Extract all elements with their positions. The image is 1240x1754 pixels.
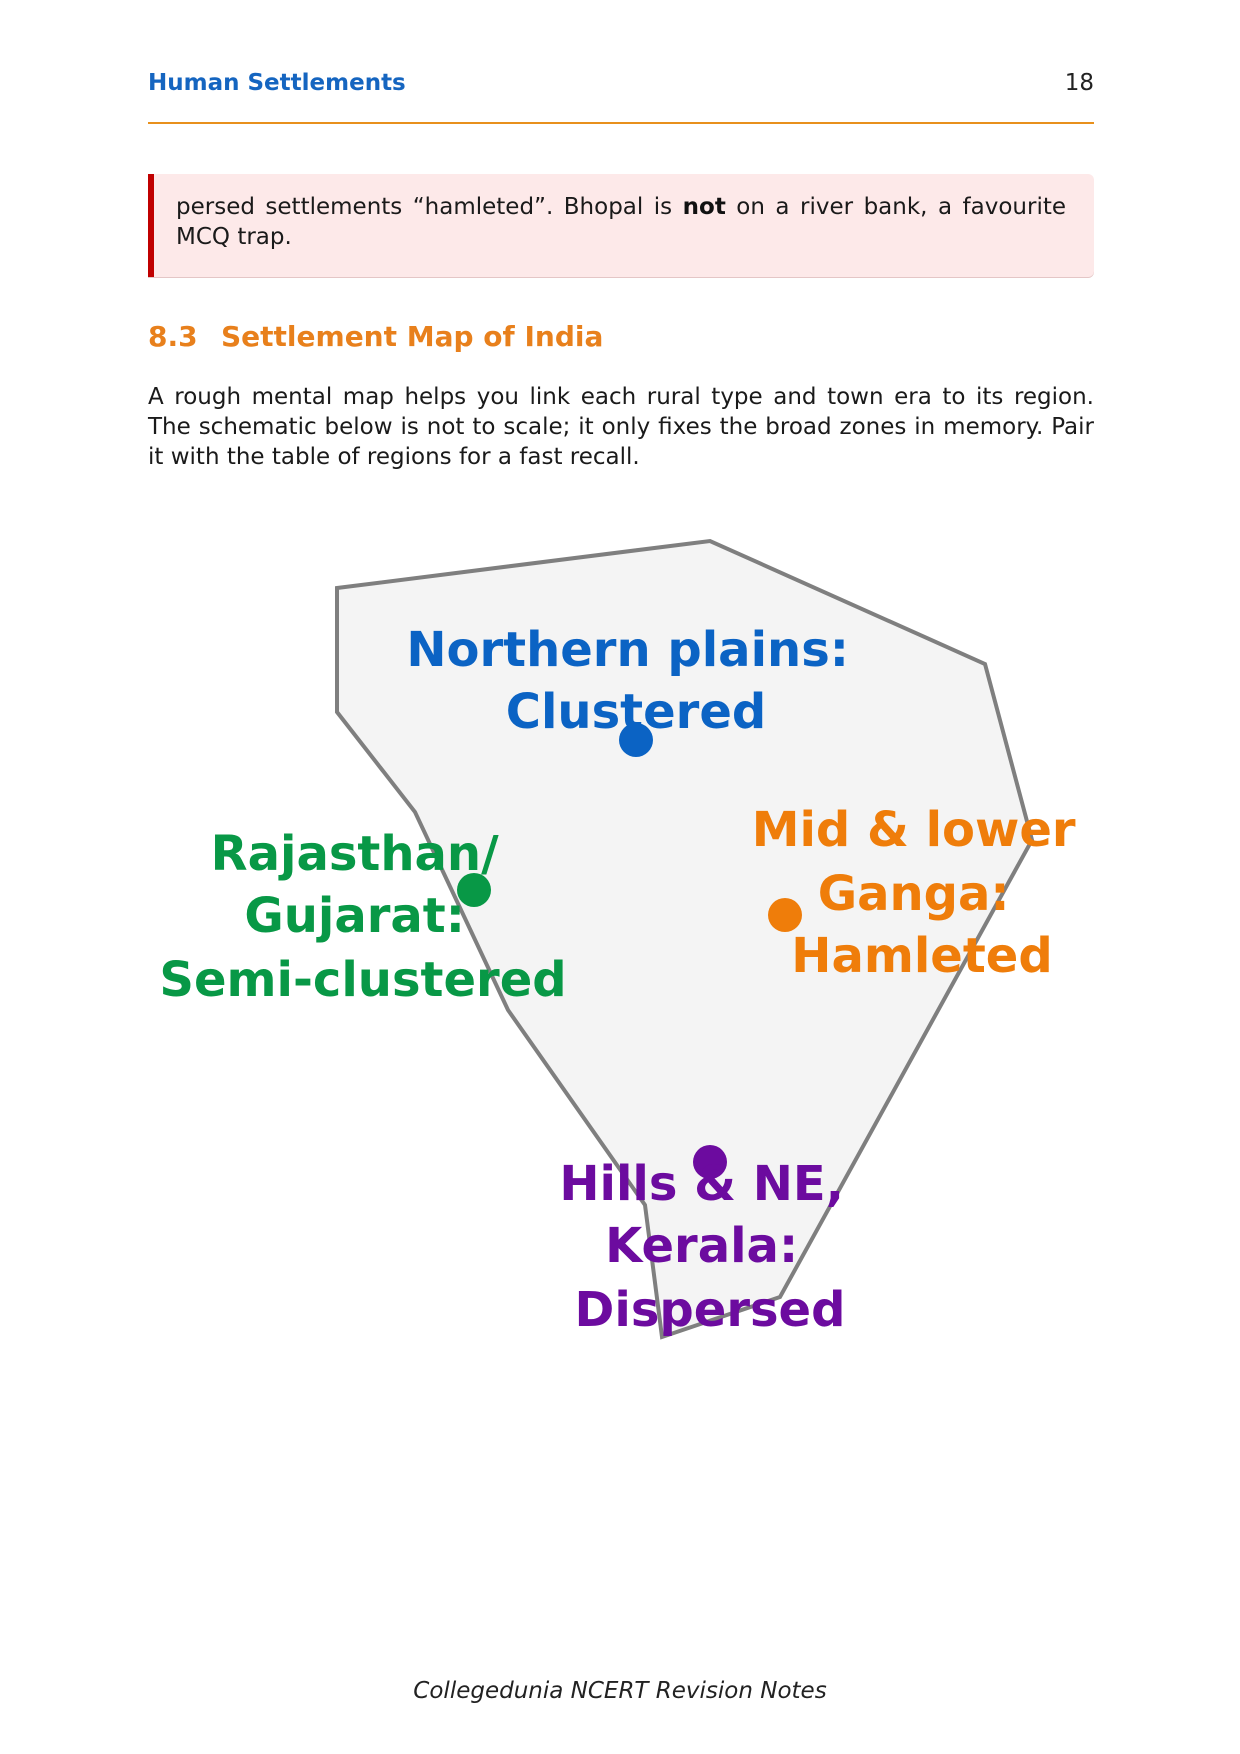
- marker-rajasthan-gujarat: [457, 873, 491, 907]
- label-northern-plains-line2: Clustered: [506, 684, 767, 740]
- label-ganga-line1: Mid & lower: [752, 802, 1076, 858]
- section-heading: 8.3 Settlement Map of India: [148, 320, 603, 353]
- label-rajasthan-line1: Rajasthan/: [211, 826, 499, 882]
- section-title: Settlement Map of India: [221, 320, 604, 353]
- page-header: Human Settlements 18: [148, 66, 1094, 124]
- label-hills-line3: Dispersed: [575, 1282, 846, 1338]
- label-rajasthan-line2: Gujarat:: [244, 888, 465, 944]
- india-outline: [335, 538, 1035, 1340]
- section-number: 8.3: [148, 320, 198, 353]
- callout-text-2: on a river bank, a favourite MCQ trap.: [176, 194, 1067, 250]
- label-rajasthan-line3: Semi-clustered: [159, 952, 566, 1008]
- intro-paragraph: A rough mental map helps you link each r…: [148, 384, 1094, 470]
- callout-text-1: persed settlements “hamleted”. Bhopal is: [176, 194, 683, 220]
- label-rajasthan-gujarat: Rajasthan/ Gujarat: Semi-clustered: [159, 826, 566, 1008]
- header-title: Human Settlements: [148, 70, 406, 96]
- label-northern-plains: Northern plains: Clustered: [406, 622, 865, 740]
- label-hills-line1: Hills & NE,: [559, 1156, 844, 1212]
- label-hills-line2: Kerala:: [605, 1218, 798, 1274]
- callout-box: persed settlements “hamleted”. Bhopal is…: [148, 174, 1094, 277]
- label-northern-plains-line1: Northern plains:: [406, 622, 849, 678]
- page-number: 18: [1064, 70, 1094, 96]
- page-footer: Collegedunia NCERT Revision Notes: [413, 1678, 827, 1704]
- label-ganga: Mid & lower Ganga: Hamleted: [752, 802, 1093, 984]
- label-ganga-line3: Hamleted: [791, 928, 1052, 984]
- label-ganga-line2: Ganga:: [818, 866, 1010, 922]
- label-hills-ne: Hills & NE, Kerala: Dispersed: [559, 1156, 860, 1338]
- callout-emphasis: not: [682, 194, 726, 220]
- marker-northern-plains: [619, 723, 653, 757]
- marker-ganga: [768, 898, 802, 932]
- marker-hills-ne: [693, 1145, 727, 1179]
